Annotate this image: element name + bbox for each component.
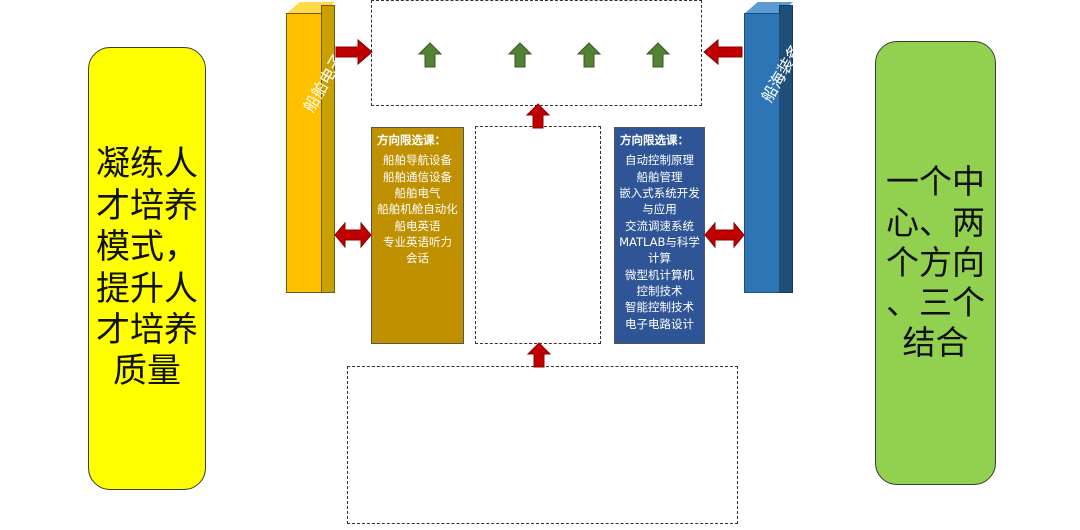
- course-left-item: 船舶电气: [394, 185, 441, 200]
- left-summary-line: 凝练人: [96, 144, 198, 185]
- course-right-item: 嵌入式系统开发: [619, 185, 700, 200]
- course-left-title: 方向限选课：: [377, 133, 446, 147]
- right-summary-card: 一个中 心、两 个方向 、三个 结合: [875, 41, 996, 485]
- arrow-up-green-icon: [576, 42, 602, 68]
- arrow-up-green-icon: [417, 42, 443, 68]
- course-right-item: MATLAB与科学: [619, 234, 700, 249]
- course-left-item: 船舶导航设备: [383, 153, 452, 168]
- left-summary-text: 凝练人 才培养 模式， 提升人 才培养 质量: [96, 144, 198, 393]
- pillar-right-front-face: [744, 13, 780, 293]
- course-right-item: 计算: [648, 251, 671, 266]
- pillar-left-front-face: [286, 13, 322, 293]
- left-summary-line: 质量: [113, 351, 181, 392]
- course-right-item: 控制技术: [636, 283, 683, 298]
- course-left-item: 专业英语听力: [383, 234, 452, 249]
- course-right-item: 智能控制技术: [625, 300, 694, 315]
- left-summary-card: 凝练人 才培养 模式， 提升人 才培养 质量: [88, 47, 206, 490]
- right-summary-line: 个方向: [886, 242, 985, 282]
- left-summary-line: 才培养: [96, 185, 198, 226]
- right-summary-line: 心、两: [886, 202, 985, 242]
- course-left-item: 船舶机舱自动化: [377, 202, 458, 217]
- left-summary-line: 模式，: [96, 227, 198, 268]
- course-right-item: 电子电路设计: [625, 316, 694, 331]
- course-box-right: 方向限选课： 自动控制原理 船舶管理 嵌入式系统开发 与应用 交流调速系统 MA…: [614, 127, 705, 344]
- course-box-left: 方向限选课： 船舶导航设备 船舶通信设备 船舶电气 船舶机舱自动化 船电英语 专…: [371, 127, 464, 344]
- right-summary-line: 、三个: [886, 283, 985, 323]
- left-summary-line: 才培养: [96, 309, 198, 350]
- course-left-item: 船舶通信设备: [383, 169, 452, 184]
- right-summary-text: 一个中 心、两 个方向 、三个 结合: [886, 162, 985, 363]
- course-left-item: 船电英语: [394, 218, 441, 233]
- bottom-dashed-box: [347, 366, 738, 524]
- course-right-item: 船舶管理: [636, 169, 683, 184]
- arrow-up-green-icon: [507, 42, 533, 68]
- arrow-up-green-icon: [645, 42, 671, 68]
- arrow-up-red-icon: [526, 342, 552, 368]
- left-summary-line: 提升人: [96, 268, 198, 309]
- course-right-item: 微型机计算机: [625, 267, 694, 282]
- course-right-item: 与应用: [642, 202, 677, 217]
- double-arrow-left-icon: [334, 221, 372, 249]
- course-right-title: 方向限选课：: [620, 133, 689, 147]
- arrow-right-icon: [335, 38, 373, 66]
- double-arrow-right-icon: [704, 221, 745, 249]
- arrow-left-icon: [703, 38, 743, 66]
- right-summary-line: 结合: [902, 323, 969, 363]
- middle-dashed-box: [475, 126, 601, 344]
- course-left-item: 会话: [406, 251, 429, 266]
- right-summary-line: 一个中: [886, 162, 985, 202]
- arrow-up-red-icon: [525, 103, 551, 129]
- course-right-item: 交流调速系统: [625, 218, 694, 233]
- course-right-item: 自动控制原理: [625, 153, 694, 168]
